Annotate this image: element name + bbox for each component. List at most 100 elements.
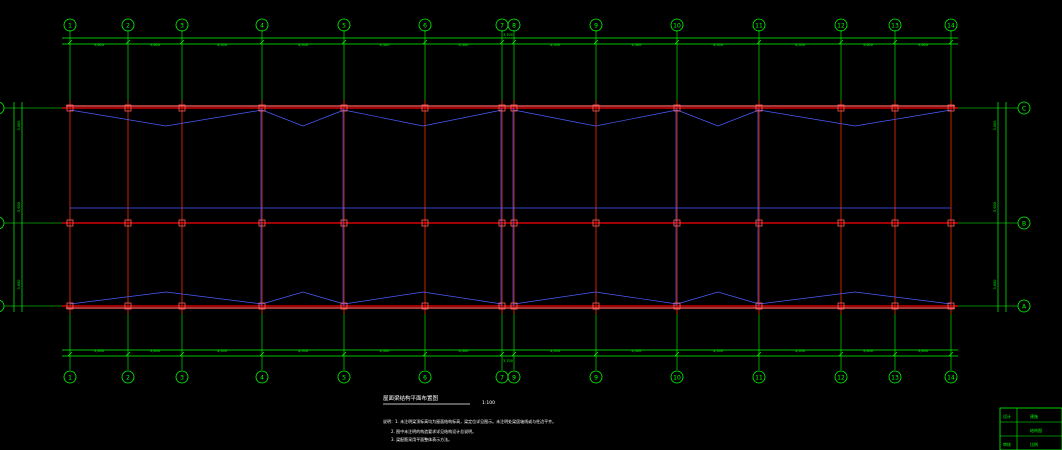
axis-bubble [589,370,603,384]
column [755,104,763,112]
column [837,104,845,112]
dimension-total-bottom: 3,700 [503,359,513,363]
column [510,302,518,310]
axis-bubble-label: 3 [180,375,184,382]
axis-bubble [63,18,77,32]
row-bubble [0,216,5,230]
axis-bubble-label: 1 [68,375,72,382]
dimension-label: 4,500 [458,349,468,353]
dimension-label: 3,600 [918,43,928,47]
axis-bubble [589,18,603,32]
axis-bubble [670,18,684,32]
dimension-label: 4,500 [550,43,560,47]
dimension-label: 4,500 [458,43,468,47]
dimension-label: 4,500 [379,349,389,353]
grid-bubble-layer: 11223344556677899910101111121213131414CB… [0,18,1031,384]
axis-bubble-label: 1 [68,23,72,30]
side-dimension-label: 5,600 [993,202,997,212]
dimension-label: 4,500 [795,349,805,353]
column [124,302,132,310]
dimension-label: 4,500 [217,43,227,47]
dimension-total-top: 3,700 [503,33,513,37]
dimension-label: 4,500 [713,43,723,47]
column [498,302,506,310]
side-dimension-label: 5,600 [17,202,21,212]
axis-bubble [255,370,269,384]
beam-diagonal [758,291,952,305]
column [498,104,506,112]
axis-bubble-label: 7 [500,375,504,382]
dimension-label: 3,600 [863,43,873,47]
dimension-label: 3,600 [150,43,160,47]
axis-bubble-label: 8 [512,23,516,30]
beam-diagonal [513,109,678,127]
axis-bubble-label: 12 [837,23,845,30]
beam-diagonal [758,109,952,127]
axis-bubble [944,370,958,384]
dimension-label: 3,600 [918,349,928,353]
axis-bubble [175,18,189,32]
column [947,104,955,112]
dimension-label: 4,500 [217,349,227,353]
beam-diagonal [261,291,345,305]
beam-diagonal [261,109,345,127]
axis-bubble-label: 3 [180,23,184,30]
axis-bubble-label: 6 [423,375,427,382]
column [510,219,518,227]
title-block: 设计 建施 结构图 审核 比例 [999,407,1062,450]
dimension-label: 3,600 [863,349,873,353]
axis-bubble [175,370,189,384]
beam-layer [69,108,952,306]
column [891,219,899,227]
note-line-3: 3. 梁配筋采用平面整体表示方法。 [391,436,452,442]
axis-bubble [752,18,766,32]
plan-title: 屋面梁结构平面布置图 [383,394,439,402]
axis-bubble [834,18,848,32]
column [66,219,74,227]
column [891,302,899,310]
row-bubble [1017,101,1031,115]
title-block-value-3: 比例 [1030,441,1038,447]
column [673,302,681,310]
beam-diagonal [69,109,263,127]
dimension-label: 3,600 [94,43,104,47]
axis-bubble-label: 6 [423,23,427,30]
beam-diagonal [676,291,760,305]
axis-bubble-label: 14 [947,23,955,30]
column [178,302,186,310]
axis-bubble-label: 14 [947,375,955,382]
column [124,104,132,112]
title-block-value-2: 结构图 [1030,427,1042,433]
column [421,104,429,112]
axis-bubble [888,18,902,32]
side-dimension-label: 3,000 [17,120,21,130]
column [947,219,955,227]
row-bubble [1017,299,1031,313]
axis-bubble-label: 13 [891,23,899,30]
axis-bubble-label: 2 [126,23,130,30]
beam-diagonal [343,291,503,305]
column [947,302,955,310]
axis-bubble [121,18,135,32]
title-block-value-1: 建施 [1030,413,1038,419]
note-line-1: 说明：1. 未注明梁顶标高均为屋面结构标高，梁定位详见图示。未注明处梁居轴线或与… [383,418,556,424]
row-bubble-label: C [1022,106,1026,113]
axis-bubble-label: 5 [342,23,346,30]
column [891,104,899,112]
column [178,219,186,227]
dimension-label: 4,500 [631,349,641,353]
axis-bubble [337,370,351,384]
column [66,302,74,310]
dimension-layer: 3,600 3,600 3,600 3,600 4,500 4,500 4,500 4,500… [13,33,1007,363]
axis-bubble-label: 7 [500,23,504,30]
column [755,219,763,227]
column [592,302,600,310]
dimension-label: 3,600 [94,349,104,353]
row-bubble-label: B [1022,221,1026,228]
axis-bubble [418,18,432,32]
row-bubble [0,299,5,313]
axis-bubble-label: 4 [260,375,264,382]
side-dimension-label: 3,000 [17,279,21,289]
axis-bubble-label: 10 [673,375,681,382]
axis-bubble-label: 13 [891,375,899,382]
